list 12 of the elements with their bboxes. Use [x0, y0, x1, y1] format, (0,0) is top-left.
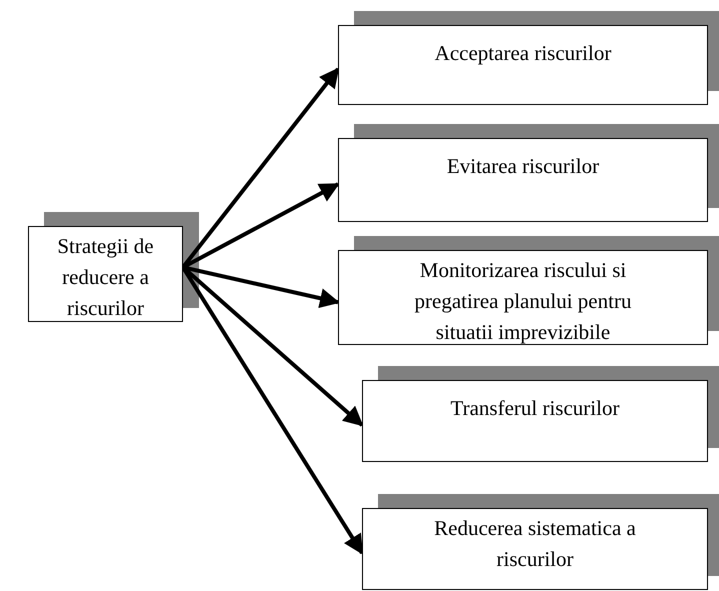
box-label: Monitorizarea riscului si pregatirea planului pentru situatii imprevizibile	[414, 257, 632, 346]
box-label: Strategii de reducere a riscurilor	[56, 233, 155, 322]
box-label: Transferul riscurilor	[450, 395, 620, 422]
box-label: Reducerea sistematica a riscurilor	[433, 515, 637, 573]
text-box	[28, 226, 183, 322]
text-box	[362, 380, 708, 462]
box-label: Acceptarea riscurilor	[434, 40, 612, 67]
text-box	[338, 138, 708, 222]
box-label: Evitarea riscurilor	[446, 153, 600, 180]
text-box	[338, 25, 708, 105]
text-box	[362, 508, 708, 590]
text-box	[338, 250, 708, 345]
